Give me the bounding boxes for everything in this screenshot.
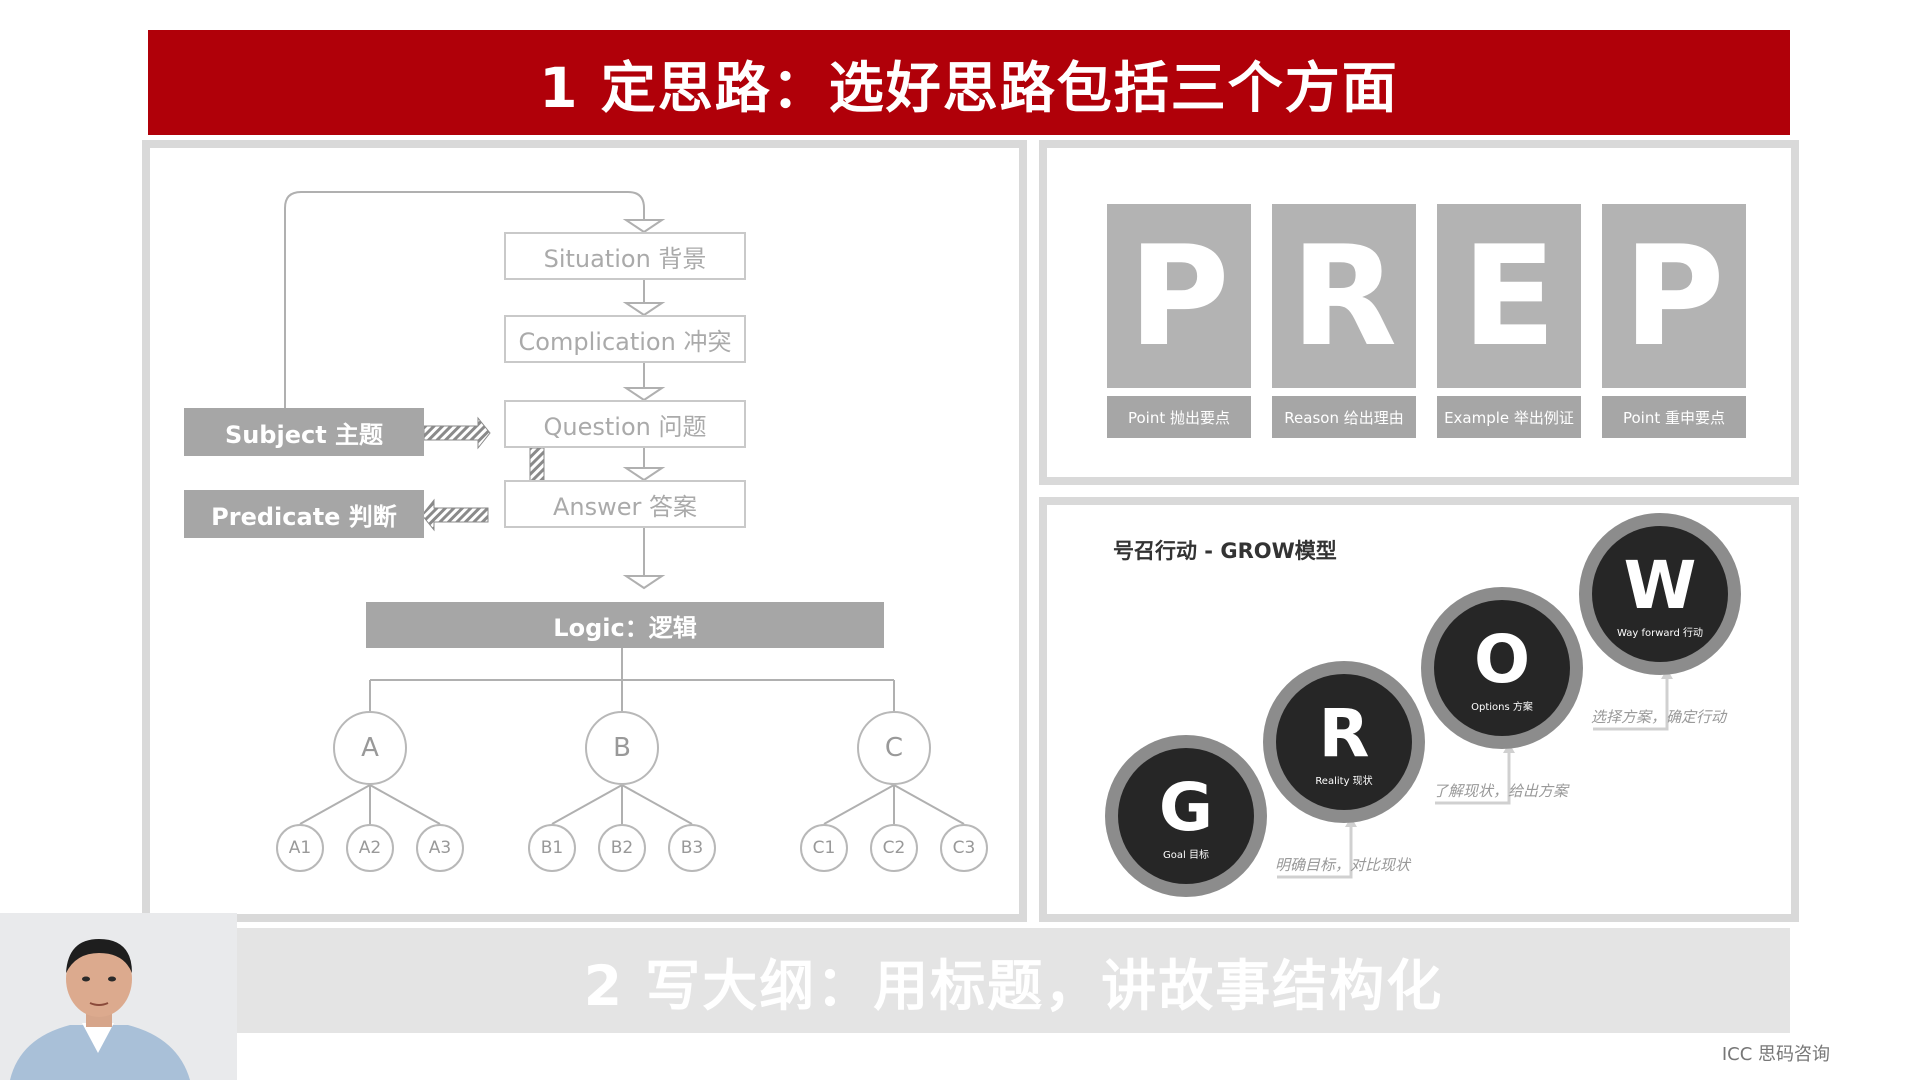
complication-box: Complication 冲突 — [504, 315, 746, 363]
grow-label-goal: Goal 目标 — [1163, 849, 1209, 861]
prep-label-reason: Reason 给出理由 — [1272, 396, 1416, 438]
tree-node-c: C — [857, 711, 931, 785]
presenter-video — [0, 913, 237, 1080]
tree-leaf-a1: A1 — [276, 824, 324, 872]
prep-label-point: Point 抛出要点 — [1107, 396, 1251, 438]
prep-tile-r: R — [1272, 204, 1416, 388]
grow-step-way-forward: W Way forward 行动 — [1579, 513, 1741, 675]
question-box: Question 问题 — [504, 400, 746, 448]
answer-box: Answer 答案 — [504, 480, 746, 528]
next-section-banner: 2 写大纲：用标题，讲故事结构化 — [237, 928, 1790, 1033]
tree-leaf-b1: B1 — [528, 824, 576, 872]
prep-tile-e: E — [1437, 204, 1581, 388]
prep-label-example: Example 举出例证 — [1437, 396, 1581, 438]
grow-note-reality-options: 了解现状，给出方案 — [1433, 782, 1569, 800]
tree-leaf-a3: A3 — [416, 824, 464, 872]
tree-node-b: B — [585, 711, 659, 785]
grow-letter-r: R — [1318, 694, 1370, 772]
tree-leaf-c3: C3 — [940, 824, 988, 872]
grow-note-goal-reality: 明确目标，对比现状 — [1275, 856, 1411, 874]
tree-leaf-c2: C2 — [870, 824, 918, 872]
subject-label: Subject 主题 — [184, 408, 424, 456]
grow-letter-o: O — [1473, 620, 1531, 698]
prep-tile-p2: P — [1602, 204, 1746, 388]
prep-label-point-restate: Point 重申要点 — [1602, 396, 1746, 438]
presenter-avatar — [0, 913, 237, 1080]
situation-box: Situation 背景 — [504, 232, 746, 280]
grow-step-goal: G Goal 目标 — [1105, 735, 1267, 897]
slide-title: 1 定思路：选好思路包括三个方面 — [539, 55, 1399, 120]
grow-label-reality: Reality 现状 — [1315, 775, 1373, 787]
grow-step-reality: R Reality 现状 — [1263, 661, 1425, 823]
prep-tile-p1: P — [1107, 204, 1251, 388]
grow-title: 号召行动 - GROW模型 — [1113, 539, 1337, 563]
scqa-panel: Situation 背景 Complication 冲突 Question 问题… — [142, 140, 1027, 922]
grow-step-options: O Options 方案 — [1421, 587, 1583, 749]
grow-panel: 号召行动 - GROW模型 G Goal 目标 R Reality 现状 O O… — [1039, 497, 1799, 922]
grow-note-options-way: 选择方案，确定行动 — [1591, 708, 1727, 726]
tree-leaf-b3: B3 — [668, 824, 716, 872]
tree-leaf-b2: B2 — [598, 824, 646, 872]
grow-label-options: Options 方案 — [1471, 701, 1533, 713]
brand-watermark: ICC 思码咨询 — [1721, 1044, 1830, 1065]
slide-title-banner: 1 定思路：选好思路包括三个方面 — [148, 30, 1790, 135]
next-section-title: 2 写大纲：用标题，讲故事结构化 — [583, 953, 1444, 1018]
logic-bar: Logic：逻辑 — [366, 602, 884, 648]
grow-letter-w: W — [1623, 546, 1697, 624]
predicate-label: Predicate 判断 — [184, 490, 424, 538]
prep-panel: P R E P Point 抛出要点 Reason 给出理由 Example 举… — [1039, 140, 1799, 485]
tree-leaf-c1: C1 — [800, 824, 848, 872]
grow-letter-g: G — [1158, 768, 1214, 846]
scqa-connectors — [284, 191, 965, 825]
grow-label-way-forward: Way forward 行动 — [1617, 627, 1703, 639]
tree-node-a: A — [333, 711, 407, 785]
tree-leaf-a2: A2 — [346, 824, 394, 872]
